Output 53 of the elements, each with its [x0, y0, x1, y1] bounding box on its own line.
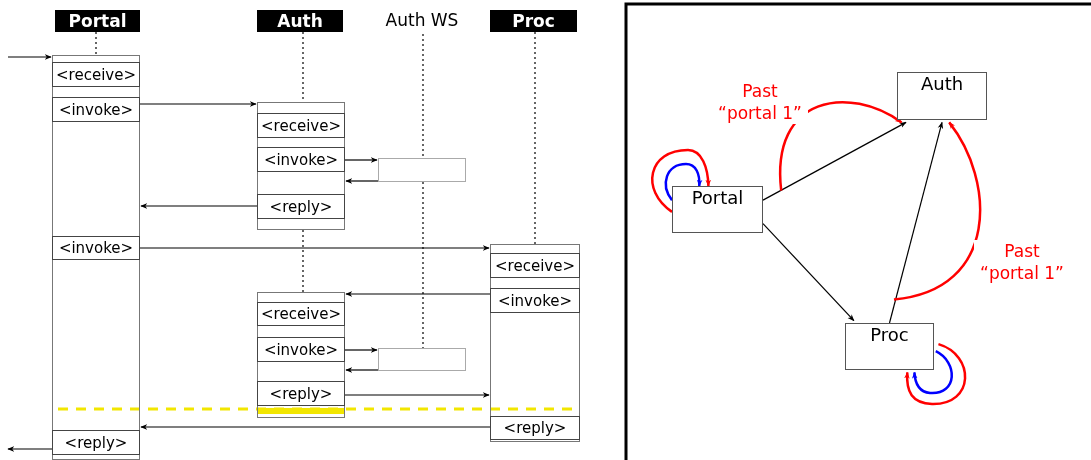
arrow	[139, 101, 257, 107]
arrow	[345, 367, 379, 373]
arrow	[140, 424, 491, 430]
curved-arrow	[893, 121, 982, 301]
curved-arrow	[664, 162, 703, 201]
edge-label: Past “portal 1”	[974, 240, 1070, 284]
service-box	[378, 348, 466, 371]
lifeline	[302, 229, 304, 293]
arrow	[344, 157, 378, 163]
process-box: Auth	[897, 72, 987, 120]
activation-bar	[52, 55, 140, 460]
lifeline	[422, 33, 424, 159]
arrow	[7, 446, 53, 452]
activity-box: <reply>	[490, 416, 580, 440]
activation-bar	[257, 102, 345, 230]
activity-box: <invoke>	[257, 147, 345, 172]
arrow	[762, 223, 855, 322]
curved-arrow	[912, 350, 953, 395]
activity-box: <receive>	[257, 302, 345, 326]
lifeline-header: Portal	[55, 10, 140, 32]
curved-arrow	[904, 343, 967, 406]
lifeline	[95, 31, 97, 56]
activation-bar	[490, 244, 580, 442]
activity-box: <reply>	[257, 194, 345, 219]
curved-arrow	[651, 148, 711, 213]
arrow	[345, 291, 491, 297]
arrow	[888, 121, 944, 324]
process-box: Proc	[845, 323, 934, 370]
arrow	[139, 245, 490, 251]
activity-box: <invoke>	[52, 97, 140, 122]
lifeline-header: Proc	[490, 10, 577, 32]
activity-box: <reply>	[52, 430, 140, 455]
arrow	[7, 54, 52, 60]
arrow	[762, 121, 907, 201]
activity-box: <invoke>	[52, 236, 140, 260]
activity-box: <reply>	[257, 381, 345, 406]
lifeline	[422, 181, 424, 349]
service-box	[378, 158, 466, 182]
activity-box: <invoke>	[490, 288, 580, 313]
lifeline-label: Auth WS	[372, 6, 472, 34]
activity-box: <invoke>	[257, 337, 345, 362]
activation-bar	[257, 292, 345, 418]
lifeline-header: Auth	[257, 10, 343, 32]
process-box: Portal	[672, 186, 763, 233]
activity-box: <receive>	[52, 62, 140, 87]
arrow	[344, 347, 378, 353]
arrow	[344, 392, 490, 398]
activity-box: <receive>	[490, 253, 580, 278]
arrow	[345, 178, 379, 184]
curved-arrow	[779, 101, 903, 191]
activity-box: <receive>	[257, 113, 345, 138]
arrow	[140, 203, 258, 209]
lifeline	[534, 31, 536, 245]
